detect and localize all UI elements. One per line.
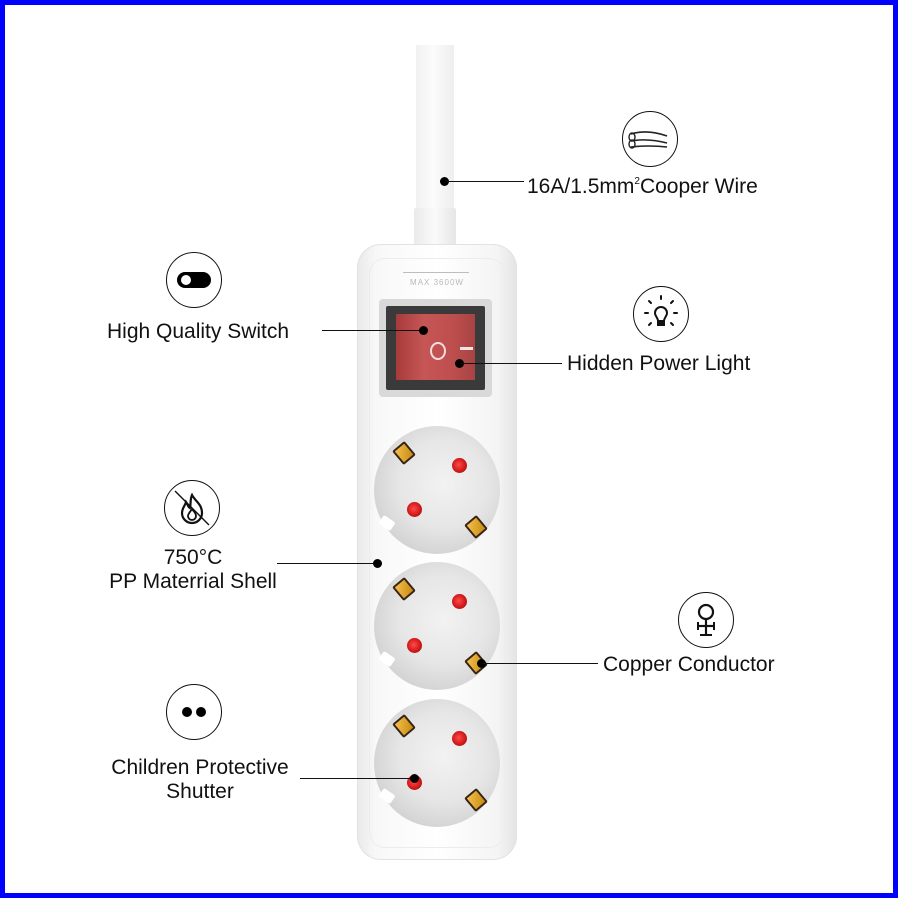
live-pin-hole <box>452 594 467 609</box>
on-symbol <box>460 347 473 350</box>
ground-clip <box>392 713 416 739</box>
rocker-paddle[interactable] <box>396 314 475 380</box>
two-dots-icon <box>166 684 222 740</box>
light-leader-line <box>460 363 562 365</box>
shell-label-line-1: 750°C <box>163 546 223 569</box>
shutter-callout-dot <box>410 774 419 783</box>
rating-marking: MAX 3600W <box>410 278 464 287</box>
rating-divider <box>403 272 469 273</box>
shell-label: 750°C PP Materrial Shell <box>95 546 291 594</box>
shell-label-line-2: PP Materrial Shell <box>109 570 277 593</box>
light-label: Hidden Power Light <box>567 352 751 375</box>
neutral-pin-hole <box>407 502 422 517</box>
switch-label: High Quality Switch <box>107 320 290 343</box>
switch-leader-line <box>322 330 422 332</box>
conductor-leader-line <box>482 663 598 665</box>
wire-label: 16A/1.5mm2Cooper Wire <box>527 175 758 198</box>
ground-clip <box>392 576 416 602</box>
conductor-callout-dot <box>477 659 486 668</box>
rocker-switch[interactable] <box>379 299 492 397</box>
cord-strain-relief <box>414 208 456 248</box>
off-symbol <box>430 342 446 360</box>
lightbulb-icon <box>633 286 689 342</box>
shutter-label-line-2: Shutter <box>166 780 234 803</box>
shutter-leader-line <box>300 778 414 780</box>
light-callout-dot <box>455 359 464 368</box>
outlet-3 <box>374 699 500 827</box>
shutter-label: Children Protective Shutter <box>94 756 306 804</box>
wire-leader-line <box>446 181 524 183</box>
outlet-2 <box>374 562 500 690</box>
wire-cable-icon <box>622 111 678 167</box>
strip-body: MAX 3600W <box>357 244 517 860</box>
live-pin-hole <box>452 731 467 746</box>
live-pin-hole <box>452 458 467 473</box>
ground-clip <box>392 440 416 466</box>
switch-callout-dot <box>419 326 428 335</box>
wire-callout-dot <box>440 177 449 186</box>
toggle-switch-icon <box>166 252 222 308</box>
shell-callout-dot <box>373 559 382 568</box>
power-cord <box>416 45 454 215</box>
no-fire-icon <box>164 480 220 536</box>
switch-well <box>386 306 485 390</box>
conductor-label: Copper Conductor <box>603 653 775 676</box>
shell-leader-line <box>277 563 376 565</box>
outlet-1 <box>374 426 500 554</box>
neutral-pin-hole <box>407 638 422 653</box>
copper-symbol-icon <box>678 592 734 648</box>
shutter-label-line-1: Children Protective <box>111 756 289 779</box>
